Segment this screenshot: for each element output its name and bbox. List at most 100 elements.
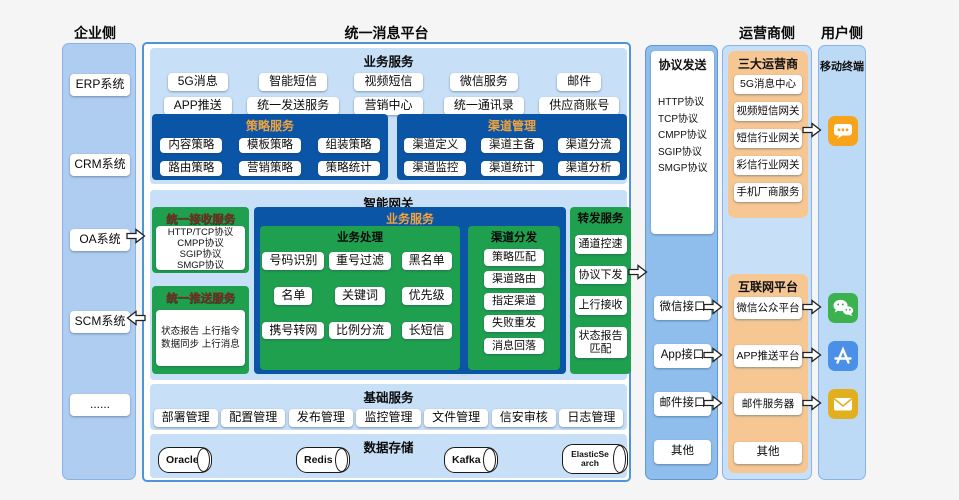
strategy-item: 组装策略 bbox=[317, 138, 380, 154]
mail-icon bbox=[828, 389, 858, 419]
internet-item: 微信公众平台 bbox=[734, 297, 802, 319]
strategy-item: 营销策略 bbox=[238, 161, 301, 177]
appstore-icon bbox=[828, 341, 858, 371]
database-elasticsearch: ElasticSearch bbox=[562, 444, 628, 474]
channel-management-box: 渠道管理 渠道定义 渠道主备 渠道分流 渠道监控 渠道统计 渠道分析 bbox=[397, 114, 627, 180]
arrow-right-icon bbox=[802, 347, 822, 363]
process-item: 号码识别 bbox=[262, 252, 325, 270]
base-services-panel: 基础服务 部署管理 配置管理 发布管理 监控管理 文件管理 信安审核 日志管理 bbox=[150, 384, 627, 430]
business-services-title: 业务服务 bbox=[363, 55, 414, 69]
smart-gateway-panel: 智能网关 统一接收服务 HTTP/TCP协议 CMPP协议 SGIP协议 SMG… bbox=[150, 190, 631, 380]
channel-dispatch-title: 渠道分发 bbox=[491, 232, 537, 244]
channel-item: 渠道统计 bbox=[480, 161, 543, 177]
business-service-item: 邮件 bbox=[557, 73, 602, 91]
gateway-business-box: 业务服务 业务处理 号码识别 重号过滤 黑名单 名单 关键词 优先级 携号转网 … bbox=[254, 207, 566, 374]
arrow-right-icon bbox=[628, 264, 648, 280]
internet-item: 其他 bbox=[734, 442, 802, 464]
data-storage-title: 数据存储 bbox=[363, 441, 414, 455]
arrow-right-icon bbox=[126, 228, 146, 244]
internet-platform-box: 互联网平台 微信公众平台 APP推送平台 邮件服务器 其他 bbox=[728, 274, 808, 473]
strategy-item: 路由策略 bbox=[160, 161, 223, 177]
receive-protocol-line: HTTP/TCP协议 bbox=[167, 227, 234, 238]
base-service-item: 发布管理 bbox=[288, 409, 353, 427]
business-process-box: 业务处理 号码识别 重号过滤 黑名单 名单 关键词 优先级 携号转网 比例分流 … bbox=[260, 226, 460, 370]
carrier-item: 5G消息中心 bbox=[734, 75, 802, 94]
forward-item: 状态报告匹配 bbox=[574, 326, 627, 359]
business-service-item: 智能短信 bbox=[259, 73, 328, 91]
mobile-terminal-title: 移动终端 bbox=[820, 61, 864, 73]
database-kafka: Kafka bbox=[444, 447, 498, 473]
strategy-services-box: 策略服务 内容策略 模板策略 组装策略 路由策略 营销策略 策略统计 bbox=[152, 114, 388, 180]
other-interface-box: 其他 bbox=[654, 440, 711, 464]
channel-item: 渠道监控 bbox=[404, 161, 467, 177]
protocol-item: SMGP协议 bbox=[658, 163, 708, 174]
business-services-panel: 业务服务 5G消息 智能短信 视频短信 微信服务 邮件 APP推送 统一发送服务… bbox=[150, 48, 627, 184]
arrow-right-icon bbox=[802, 299, 822, 315]
process-item: 关键词 bbox=[334, 286, 385, 305]
base-service-item: 配置管理 bbox=[221, 409, 286, 427]
unified-push-box: 统一推送服务 状态报告 上行指令 数据同步 上行消息 bbox=[152, 286, 249, 374]
channel-item: 渠道主备 bbox=[480, 138, 543, 154]
unified-receive-title: 统一接收服务 bbox=[166, 214, 235, 226]
carriers-title: 三大运营商 bbox=[737, 57, 798, 71]
protocol-column: 协议发送 HTTP协议 TCP协议 CMPP协议 SGIP协议 SMGP协议 微… bbox=[645, 45, 718, 480]
channel-dispatch-box: 渠道分发 策略匹配 渠道路由 指定渠道 失败重发 消息回落 bbox=[468, 226, 560, 370]
business-service-item: 统一通讯录 bbox=[443, 96, 524, 115]
unified-receive-box: 统一接收服务 HTTP/TCP协议 CMPP协议 SGIP协议 SMGP协议 bbox=[152, 207, 249, 273]
dispatch-item: 指定渠道 bbox=[484, 293, 544, 310]
operator-column: 三大运营商 5G消息中心 视频短信网关 短信行业网关 彩信行业网关 手机厂商服务… bbox=[722, 45, 812, 480]
header-user-side: 用户侧 bbox=[821, 25, 863, 41]
base-service-item: 监控管理 bbox=[356, 409, 421, 427]
carrier-item: 视频短信网关 bbox=[734, 102, 802, 121]
page-title: 统一消息平台 bbox=[344, 25, 429, 41]
process-item: 比例分流 bbox=[328, 321, 391, 340]
database-redis: Redis bbox=[296, 447, 350, 473]
process-item: 黑名单 bbox=[401, 252, 452, 270]
strategy-item: 内容策略 bbox=[160, 138, 223, 154]
strategy-item: 模板策略 bbox=[238, 138, 301, 154]
enterprise-system-erp: ERP系统 bbox=[70, 74, 130, 96]
receive-protocol-line: SMGP协议 bbox=[177, 260, 224, 271]
mail-interface-box: 邮件接口 bbox=[654, 392, 711, 416]
wechat-interface-box: 微信接口 bbox=[654, 296, 711, 320]
channel-management-title: 渠道管理 bbox=[487, 119, 536, 133]
wechat-icon bbox=[828, 293, 858, 323]
forward-service-box: 转发服务 通道控速 协议下发 上行接收 状态报告匹配 bbox=[570, 207, 631, 374]
business-service-item: 统一发送服务 bbox=[247, 96, 340, 115]
user-column: 移动终端 bbox=[818, 45, 866, 480]
business-service-item: 视频短信 bbox=[354, 73, 423, 91]
process-item: 长短信 bbox=[401, 321, 452, 340]
protocol-item: HTTP协议 bbox=[658, 97, 705, 108]
process-item: 优先级 bbox=[401, 286, 452, 305]
forward-service-title: 转发服务 bbox=[577, 213, 624, 225]
business-service-item: 营销中心 bbox=[354, 96, 423, 115]
internet-platform-title: 互联网平台 bbox=[737, 280, 798, 294]
forward-item: 上行接收 bbox=[574, 296, 627, 315]
base-service-item: 文件管理 bbox=[424, 409, 489, 427]
internet-item: 邮件服务器 bbox=[734, 393, 802, 415]
arrow-right-icon bbox=[703, 299, 723, 315]
arrow-right-icon bbox=[703, 395, 723, 411]
process-item: 携号转网 bbox=[262, 321, 325, 340]
unified-push-title: 统一推送服务 bbox=[166, 293, 235, 305]
process-item: 重号过滤 bbox=[328, 252, 391, 270]
business-service-item: 微信服务 bbox=[449, 73, 518, 91]
enterprise-column: ERP系统 CRM系统 OA系统 SCM系统 ...... bbox=[62, 43, 136, 480]
push-line: 数据同步 上行消息 bbox=[161, 339, 240, 350]
database-oracle: Oracle bbox=[158, 447, 212, 473]
protocol-sending-box: 协议发送 HTTP协议 TCP协议 CMPP协议 SGIP协议 SMGP协议 bbox=[651, 51, 714, 234]
arrow-right-icon bbox=[802, 122, 822, 138]
carrier-item: 彩信行业网关 bbox=[734, 156, 802, 175]
business-service-item: 供应商账号 bbox=[539, 96, 620, 115]
receive-protocol-line: SGIP协议 bbox=[179, 249, 222, 260]
header-operator-side: 运营商侧 bbox=[739, 25, 795, 41]
channel-item: 渠道分流 bbox=[557, 138, 620, 154]
channel-item: 渠道定义 bbox=[404, 138, 467, 154]
protocol-sending-title: 协议发送 bbox=[658, 58, 707, 72]
dispatch-item: 策略匹配 bbox=[484, 249, 544, 266]
enterprise-system-oa: OA系统 bbox=[70, 229, 130, 251]
dispatch-item: 消息回落 bbox=[484, 337, 544, 355]
base-service-item: 日志管理 bbox=[559, 409, 624, 427]
protocol-item: TCP协议 bbox=[658, 113, 698, 125]
